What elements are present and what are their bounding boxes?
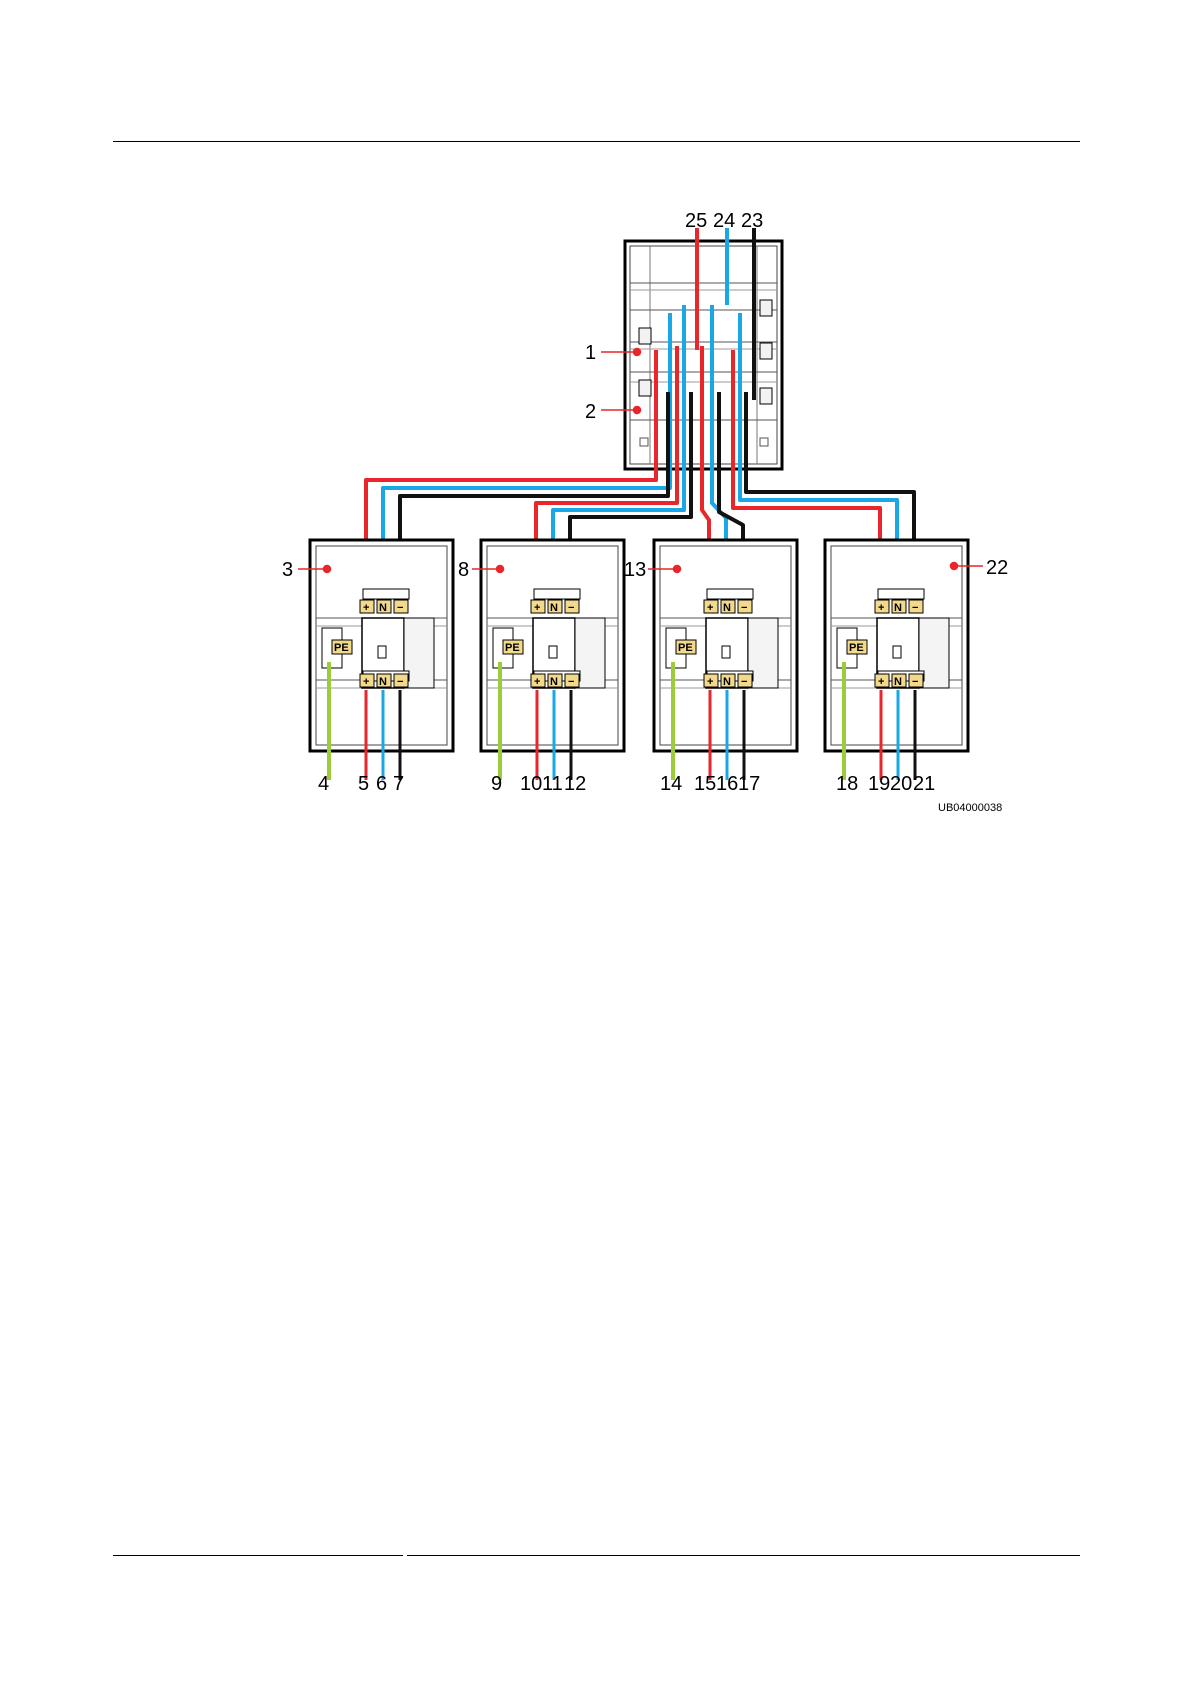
callout-13: 13 <box>624 559 646 581</box>
callout-4: 4 <box>318 773 329 795</box>
terminal-label-plus: + <box>707 676 713 688</box>
terminal-label-minus: − <box>397 602 403 614</box>
terminal-label-n: N <box>894 602 902 614</box>
terminal-label-n: N <box>550 676 558 688</box>
callout-3: 3 <box>282 559 293 581</box>
terminal-label-n: N <box>723 676 731 688</box>
terminal-label-n: N <box>723 602 731 614</box>
terminal-label-minus: − <box>568 602 574 614</box>
terminal-label-plus: + <box>878 602 884 614</box>
callout-7: 7 <box>393 773 404 795</box>
callout-14: 14 <box>660 773 682 795</box>
callout-24: 24 <box>713 210 735 232</box>
terminal-label-pe: PE <box>505 642 520 654</box>
terminal-label-n: N <box>379 676 387 688</box>
terminal-label-plus: + <box>707 602 713 614</box>
terminal-label-pe: PE <box>678 642 693 654</box>
callout-23: 23 <box>741 210 763 232</box>
callout-12: 12 <box>564 773 586 795</box>
terminal-label-plus: + <box>534 602 540 614</box>
callout-2: 2 <box>585 401 596 423</box>
terminal-label-n: N <box>379 602 387 614</box>
callout-9: 9 <box>491 773 502 795</box>
distribution-box-2: PE + N − + N − <box>481 540 624 780</box>
distribution-box-4: PE + N − + N − <box>825 540 968 780</box>
callout-16: 16 <box>716 773 738 795</box>
callout-5: 5 <box>358 773 369 795</box>
callout-10: 10 <box>520 773 542 795</box>
terminal-label-minus: − <box>741 602 747 614</box>
terminal-label-minus: − <box>912 602 918 614</box>
terminal-label-minus: − <box>741 676 747 688</box>
callout-17: 17 <box>738 773 760 795</box>
callout-22: 22 <box>986 557 1008 579</box>
terminal-label-pe: PE <box>334 642 349 654</box>
callout-15: 15 <box>694 773 716 795</box>
terminal-label-n: N <box>894 676 902 688</box>
callout-11: 11 <box>542 773 563 795</box>
terminal-label-n: N <box>550 602 558 614</box>
terminal-label-plus: + <box>878 676 884 688</box>
terminal-label-minus: − <box>912 676 918 688</box>
callout-6: 6 <box>376 773 387 795</box>
callout-21: 21 <box>913 773 935 795</box>
terminal-label-plus: + <box>363 676 369 688</box>
callout-18: 18 <box>836 773 858 795</box>
terminal-label-plus: + <box>363 602 369 614</box>
callout-1: 1 <box>585 342 596 364</box>
terminal-label-minus: − <box>397 676 403 688</box>
distribution-box-3: PE + N − + N − <box>654 540 797 780</box>
terminal-label-plus: + <box>534 676 540 688</box>
callout-19: 19 <box>868 773 890 795</box>
terminal-label-pe: PE <box>849 642 864 654</box>
callout-8: 8 <box>458 559 469 581</box>
callout-20: 20 <box>890 773 912 795</box>
terminal-label-minus: − <box>568 676 574 688</box>
callout-25: 25 <box>685 210 707 232</box>
figure-id: UB04000038 <box>938 802 1002 814</box>
distribution-box-1: PE + N − + N − <box>310 540 453 780</box>
